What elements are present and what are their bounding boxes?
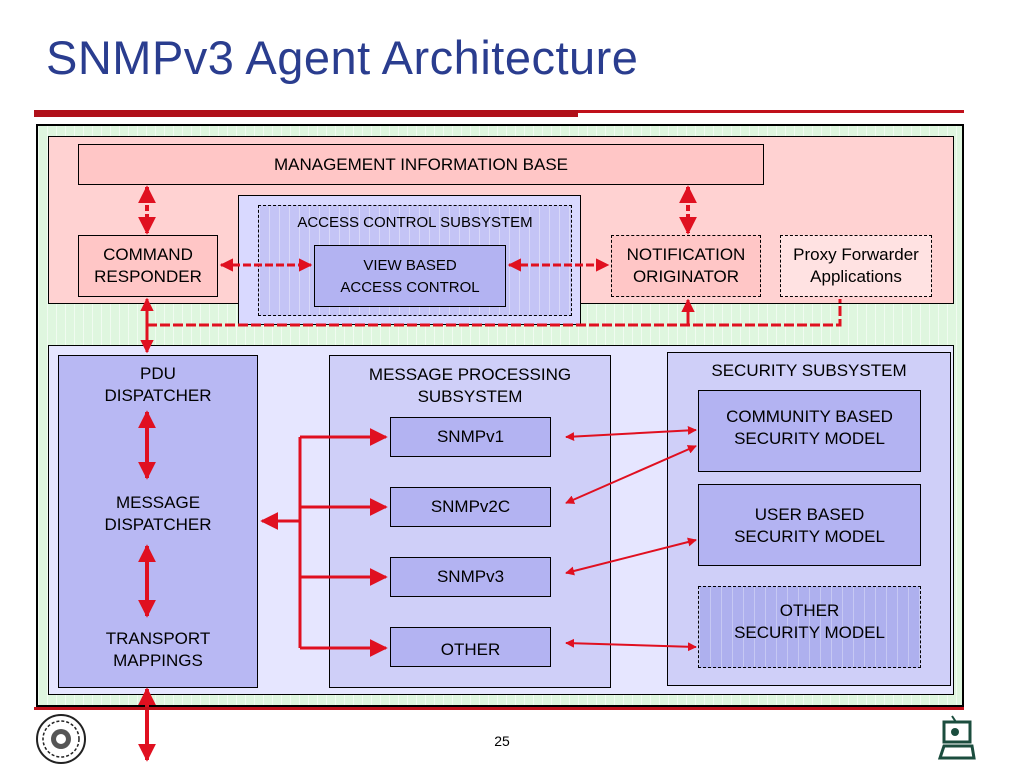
snmpv2c-label: SNMPv2C bbox=[430, 497, 511, 516]
other-version-box bbox=[390, 627, 551, 667]
view-based-access-control-box bbox=[314, 245, 506, 307]
notification-originator-label: NOTIFICATION ORIGINATOR bbox=[611, 244, 761, 288]
snmpv2c-box bbox=[390, 487, 551, 527]
mib-box bbox=[78, 144, 764, 185]
message-dispatcher-label: MESSAGE DISPATCHER bbox=[58, 492, 258, 536]
view-based-access-control-label: VIEW BASED ACCESS CONTROL bbox=[314, 255, 506, 299]
cmd-line-1: COMMAND bbox=[103, 245, 193, 264]
usm-line-2: SECURITY MODEL bbox=[734, 527, 885, 546]
proxy-line-1: Proxy Forwarder bbox=[793, 245, 919, 264]
command-responder-box bbox=[78, 235, 218, 297]
other-version-label: OTHER bbox=[440, 640, 501, 659]
osm-line-2: SECURITY MODEL bbox=[734, 623, 885, 642]
proxy-line-2: Applications bbox=[810, 267, 902, 286]
csm-line-1: COMMUNITY BASED bbox=[726, 407, 893, 426]
mib-label: MANAGEMENT INFORMATION BASE bbox=[273, 155, 569, 174]
msgdisp-line-1: MESSAGE bbox=[115, 493, 201, 512]
proxy-forwarder-label: Proxy Forwarder Applications bbox=[780, 244, 932, 288]
transport-line-2: MAPPINGS bbox=[113, 651, 203, 670]
proxy-forwarder-box bbox=[780, 235, 932, 297]
title-divider-thin bbox=[578, 110, 964, 113]
cmd-line-2: RESPONDER bbox=[94, 267, 202, 286]
access-control-label: ACCESS CONTROL SUBSYSTEM bbox=[297, 214, 533, 231]
snmpv1-label: SNMPv1 bbox=[436, 427, 505, 446]
computer-user-icon bbox=[937, 715, 976, 760]
pdu-line-2: DISPATCHER bbox=[104, 386, 212, 405]
notification-originator-box bbox=[611, 235, 761, 297]
notif-line-2: ORIGINATOR bbox=[632, 267, 740, 286]
snmpv1-box bbox=[390, 417, 551, 457]
community-security-model-box bbox=[698, 390, 921, 472]
university-seal-icon bbox=[36, 714, 86, 764]
user-security-model-box bbox=[698, 484, 921, 566]
csm-line-2: SECURITY MODEL bbox=[734, 429, 885, 448]
usm-line-1: USER BASED bbox=[754, 505, 865, 524]
pdu-line-1: PDU bbox=[140, 364, 176, 383]
command-responder-label: COMMAND RESPONDER bbox=[78, 244, 218, 288]
vbac-line-1: VIEW BASED bbox=[363, 257, 457, 274]
transport-mappings-label: TRANSPORT MAPPINGS bbox=[58, 628, 258, 672]
user-security-model-label: USER BASED SECURITY MODEL bbox=[698, 504, 921, 548]
snmpv3-box bbox=[390, 557, 551, 597]
footer-divider bbox=[34, 707, 964, 710]
other-security-model-box bbox=[698, 586, 921, 668]
page-number: 25 bbox=[494, 733, 510, 749]
dispatcher-box bbox=[58, 355, 258, 688]
message-processing-label: MESSAGE PROCESSING SUBSYSTEM bbox=[329, 364, 611, 408]
vbac-line-2: ACCESS CONTROL bbox=[340, 279, 480, 296]
other-security-model-label: OTHER SECURITY MODEL bbox=[698, 600, 921, 644]
msgdisp-line-2: DISPATCHER bbox=[104, 515, 212, 534]
snmpv3-label: SNMPv3 bbox=[436, 567, 505, 586]
slide-title: SNMPv3 Agent Architecture bbox=[46, 31, 639, 84]
osm-line-1: OTHER bbox=[779, 601, 840, 620]
community-security-model-label: COMMUNITY BASED SECURITY MODEL bbox=[698, 406, 921, 450]
notif-line-1: NOTIFICATION bbox=[626, 245, 746, 264]
transport-line-1: TRANSPORT bbox=[105, 629, 211, 648]
mps-line-1: MESSAGE PROCESSING bbox=[368, 365, 572, 384]
mps-line-2: SUBSYSTEM bbox=[417, 387, 523, 406]
title-divider-thick bbox=[34, 110, 578, 117]
security-subsystem-label: SECURITY SUBSYSTEM bbox=[711, 361, 907, 380]
pdu-dispatcher-label: PDU DISPATCHER bbox=[58, 363, 258, 407]
